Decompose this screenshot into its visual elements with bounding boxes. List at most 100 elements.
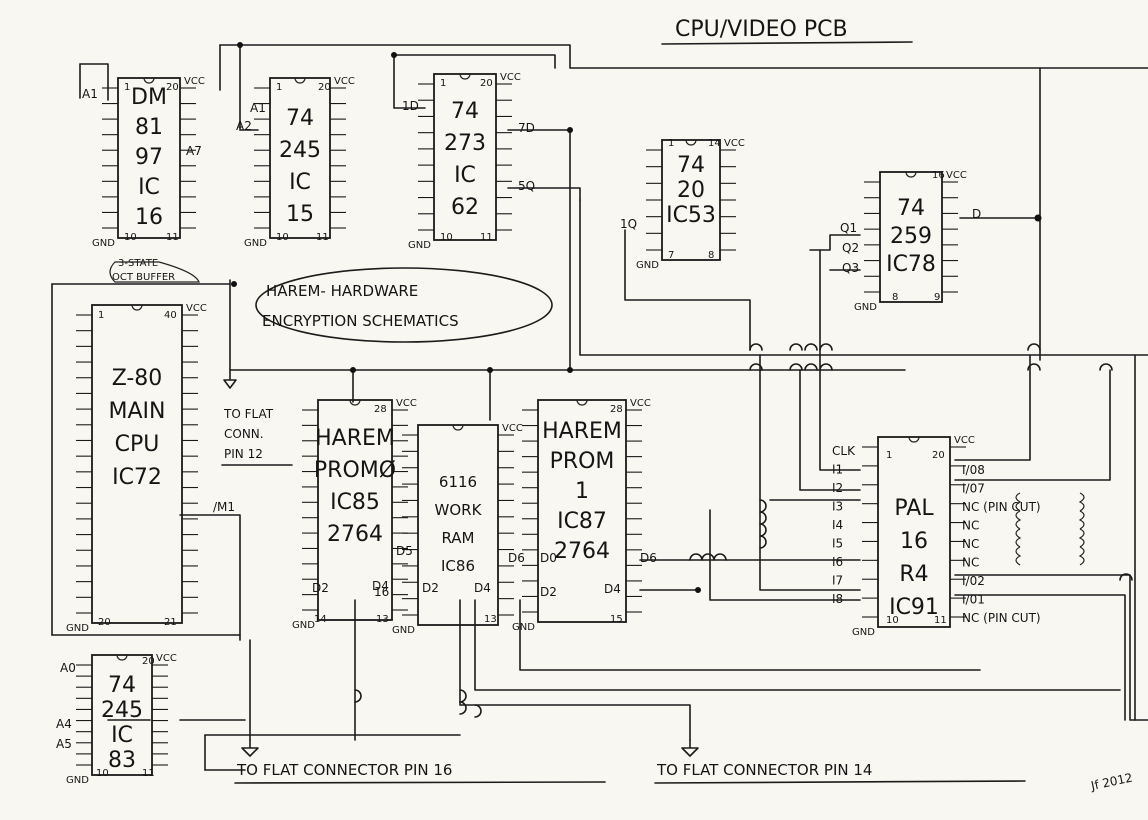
ic86-label-0: 6116 bbox=[439, 473, 477, 491]
ic78-gnd-label: GND bbox=[854, 302, 877, 313]
ic78-notch bbox=[905, 171, 917, 178]
ic78-label-1: 259 bbox=[890, 224, 932, 249]
ic85-body bbox=[317, 399, 393, 621]
pin-label-a5-26: A5 bbox=[56, 737, 72, 751]
ic87-body bbox=[537, 399, 627, 623]
ic53-label-2: IC53 bbox=[666, 203, 716, 228]
pin-label-d4-14: D4 bbox=[372, 579, 389, 593]
pin-number-30: 20 bbox=[932, 450, 945, 461]
pal-input-0: CLK bbox=[832, 444, 856, 458]
ic86-body bbox=[417, 424, 499, 626]
ic72-body bbox=[91, 304, 183, 624]
signature: Jf 2012 bbox=[1089, 770, 1134, 793]
pin-number-1: 20 bbox=[166, 82, 179, 93]
pin-number-8: 1 bbox=[440, 78, 446, 89]
ic72-gnd-label: GND bbox=[66, 623, 89, 634]
ic85-label-1: PROMØ bbox=[314, 458, 396, 483]
pal-output-1: I/07 bbox=[962, 482, 985, 496]
ic15-notch bbox=[294, 77, 306, 84]
ic15-vcc-label: VCC bbox=[334, 76, 355, 87]
pin-label-q7-5: 7D bbox=[518, 121, 535, 135]
ic53-label-0: 74 bbox=[677, 153, 705, 178]
pal-nc-brace-3 bbox=[1015, 546, 1022, 566]
pin-label-p16-15: 16 bbox=[374, 585, 389, 599]
pal-input-8: I8 bbox=[832, 592, 843, 606]
ic83-gnd-label: GND bbox=[66, 775, 89, 786]
ic87-label-2: 1 bbox=[575, 479, 589, 504]
pal-nc-brace-right-1 bbox=[1078, 510, 1085, 530]
ic83-label-0: 74 bbox=[108, 673, 136, 698]
pin-number-20: 40 bbox=[164, 310, 177, 321]
pal-nc-brace-1 bbox=[1015, 510, 1022, 530]
pin-number-17: 8 bbox=[892, 292, 898, 303]
sheet-title: CPU/VIDEO PCB bbox=[675, 17, 848, 42]
subtitle-ellipse bbox=[255, 267, 553, 343]
pal-input-7: I7 bbox=[832, 574, 843, 588]
pal-output-0: I/08 bbox=[962, 463, 985, 477]
ic72-label-0: Z-80 bbox=[112, 366, 163, 391]
ic72-label-3: IC72 bbox=[112, 465, 162, 490]
ic16-label-2: 97 bbox=[135, 145, 163, 170]
pal-output-3: NC bbox=[962, 519, 979, 533]
pal-input-4: I4 bbox=[832, 518, 843, 532]
ic83-label-1: 245 bbox=[101, 698, 143, 723]
ic87-label-4: 2764 bbox=[554, 539, 610, 564]
ic62-body bbox=[433, 73, 497, 241]
ic83-label-2: IC bbox=[111, 723, 133, 748]
ic91-vcc-label: VCC bbox=[954, 435, 975, 446]
pin-number-4: 1 bbox=[276, 82, 282, 93]
pin14-underline bbox=[654, 780, 1026, 784]
pin-label-q1_53-7: 1Q bbox=[620, 217, 637, 231]
ic16-note-outline bbox=[109, 261, 200, 283]
pin-number-34: 10 bbox=[96, 768, 109, 779]
ic62-label-3: 62 bbox=[451, 195, 479, 220]
pin-label-d6-22: D6 bbox=[640, 551, 657, 565]
pal-output-7: I/01 bbox=[962, 593, 985, 607]
pal-nc-brace-right-2 bbox=[1078, 528, 1085, 548]
pin-number-14: 7 bbox=[668, 250, 674, 261]
ic91-body bbox=[877, 436, 951, 628]
pin-number-21: 20 bbox=[98, 617, 111, 628]
ic87-label-0: HAREM bbox=[542, 419, 622, 444]
ic16-label-3: IC bbox=[138, 175, 160, 200]
pal-input-6: I6 bbox=[832, 555, 843, 569]
connector-pin12-line-1: TO FLAT bbox=[223, 407, 274, 421]
subtitle-line-2: ENCRYPTION SCHEMATICS bbox=[262, 312, 459, 330]
pin-label-a2-2: A2 bbox=[236, 119, 252, 133]
pin-label-d0-20: D0 bbox=[540, 551, 557, 565]
ic15-label-3: 15 bbox=[286, 202, 314, 227]
ic86-notch bbox=[452, 424, 464, 431]
ic72-notch bbox=[131, 304, 143, 311]
pin-number-16: 16 bbox=[932, 170, 945, 181]
pin-number-11: 11 bbox=[480, 232, 493, 243]
title-underline bbox=[661, 41, 913, 45]
ic78-vcc-label: VCC bbox=[946, 170, 967, 181]
pal-input-1: I1 bbox=[832, 463, 843, 477]
pin-label-d5-16: D5 bbox=[396, 544, 413, 558]
pin-label-a1-3: A1 bbox=[250, 101, 266, 115]
ic85-notch bbox=[349, 399, 361, 406]
pal-nc-brace-0 bbox=[1015, 492, 1022, 512]
ic16-label-1: 81 bbox=[135, 115, 163, 140]
pin-number-22: 21 bbox=[164, 617, 177, 628]
pin-number-5: 20 bbox=[318, 82, 331, 93]
ic62-vcc-label: VCC bbox=[500, 72, 521, 83]
pal-input-5: I5 bbox=[832, 537, 843, 551]
pin-label-a7-1: A7 bbox=[186, 144, 202, 158]
pin-label-m1-12: /M1 bbox=[213, 500, 235, 514]
ic62-label-0: 74 bbox=[451, 99, 479, 124]
ic91-gnd-label: GND bbox=[852, 627, 875, 638]
ic86-label-3: IC86 bbox=[441, 557, 475, 575]
ic83-label-3: 83 bbox=[108, 748, 136, 773]
ic85-label-0: HAREM bbox=[315, 426, 395, 451]
pin-label-q5-6: 5Q bbox=[518, 179, 535, 193]
ic16-gnd-label: GND bbox=[92, 238, 115, 249]
ic78-label-0: 74 bbox=[897, 196, 925, 221]
pin-label-d_78-8: D bbox=[972, 207, 981, 221]
pal-output-6: I/02 bbox=[962, 574, 985, 588]
ic16-vcc-label: VCC bbox=[184, 76, 205, 87]
subtitle-line-1: HAREM- HARDWARE bbox=[266, 282, 418, 300]
pin-label-d4-18: D4 bbox=[474, 581, 491, 595]
